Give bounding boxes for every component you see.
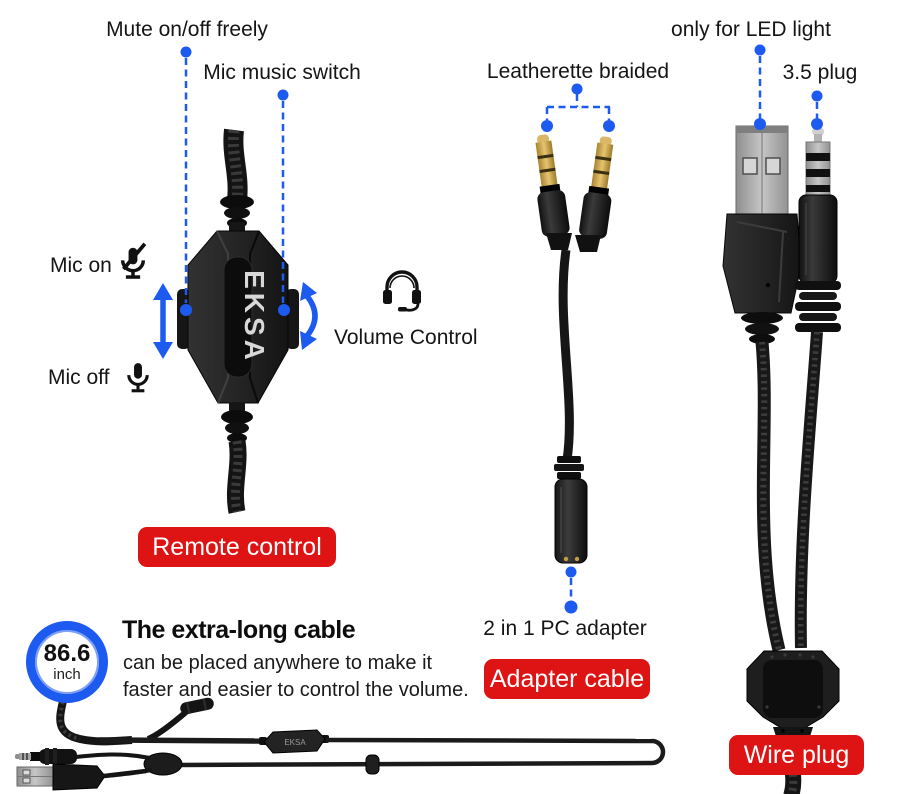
mic-muted-icon [114, 241, 152, 283]
wire-plug-badge: Wire plug [729, 735, 864, 775]
headset-icon [378, 264, 426, 314]
leader-dot [180, 46, 192, 58]
leader-dot [754, 44, 766, 56]
label-led: only for LED light [671, 18, 831, 41]
description-line2: faster and easier to control the volume. [123, 679, 469, 701]
leader-dot [571, 83, 583, 95]
label-volume: Volume Control [334, 326, 478, 349]
leader-dot [565, 566, 577, 578]
leader-dot [603, 120, 615, 132]
label-mic-off: Mic off [48, 366, 110, 389]
usb-plug-photo [722, 125, 802, 652]
annotation-dots [180, 44, 823, 614]
leader-dot [180, 304, 192, 316]
annotation-leaders [184, 56, 819, 601]
cable-length-unit: inch [53, 666, 81, 683]
mic-icon [121, 356, 155, 400]
updown-arrow [153, 283, 173, 359]
leader-dot [277, 89, 289, 101]
cable-length-value: 86.6 [43, 640, 91, 667]
adapter-cable-badge: Adapter cable [484, 659, 650, 699]
leader-dot [278, 304, 290, 316]
cable-length-badge: 86.6 inch [26, 621, 108, 703]
label-mic-music: Mic music switch [203, 61, 361, 84]
description-line1: can be placed anywhere to make it [123, 652, 433, 674]
label-leatherette: Leatherette braided [486, 60, 670, 83]
long-cable-photo: EKSA [15, 695, 666, 791]
label-mute: Mute on/off freely [106, 18, 268, 41]
leader-dot [811, 90, 823, 102]
description-title: The extra-long cable [122, 616, 356, 644]
aux-plug-photo [794, 127, 841, 649]
label-plug35: 3.5 plug [782, 61, 858, 84]
brand-logo-remote: EKSA [239, 270, 270, 364]
rotate-arrow [300, 282, 318, 350]
leader-dot [541, 120, 553, 132]
brand-logo-inline-remote: EKSA [284, 738, 306, 747]
leader-dot [754, 118, 766, 130]
leader-dot [811, 118, 823, 130]
remote-control-badge: Remote control [138, 527, 336, 567]
remote-control-photo: EKSA [177, 128, 299, 514]
label-pc-adapter: 2 in 1 PC adapter [483, 617, 647, 640]
leader-dot [564, 600, 578, 614]
adapter-cable-photo [535, 134, 614, 564]
label-mic-on: Mic on [50, 254, 112, 277]
